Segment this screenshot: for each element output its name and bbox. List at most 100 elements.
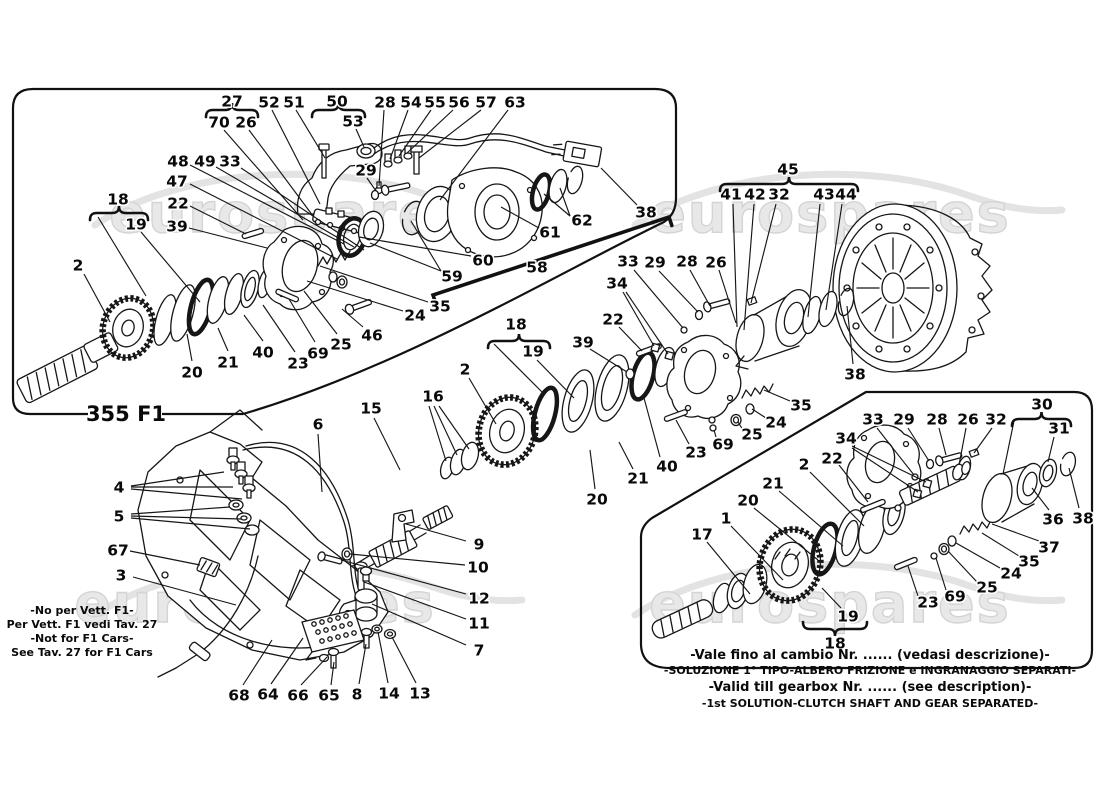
pressure-plate: [832, 203, 993, 373]
callout-11: 11: [468, 615, 490, 633]
leader-line-59: [410, 220, 442, 272]
support-bracket: [391, 509, 415, 543]
leader-line-35: [981, 532, 1020, 557]
callout-54: 54: [400, 94, 422, 112]
callout-45: 45: [777, 161, 799, 179]
callout-19: 19: [522, 343, 544, 361]
callout-60: 60: [472, 252, 494, 270]
callout-25: 25: [330, 336, 352, 354]
leader-line-34: [851, 445, 927, 483]
watermark-text: eurospares: [649, 182, 1010, 245]
leader-line-38: [1068, 467, 1080, 509]
callout-18: 18: [107, 191, 129, 209]
leader-line-7: [371, 603, 467, 646]
callout-26: 26: [705, 254, 727, 272]
leader-line-13: [391, 636, 417, 684]
leader-line-31: [1047, 436, 1055, 463]
note-right-line-3: -Valid till gearbox Nr. ...... (see desc…: [709, 680, 1032, 695]
callout-67: 67: [107, 542, 129, 560]
callout-33: 33: [862, 411, 884, 429]
leader-line-2: [468, 377, 497, 425]
callout-41: 41: [720, 186, 742, 204]
group-bracket: [310, 102, 367, 119]
leader-line-17: [706, 541, 751, 595]
note-left-line-1: -No per Vett. F1-: [30, 604, 133, 617]
callout-56: 56: [448, 94, 470, 112]
callout-38: 38: [844, 366, 866, 384]
leader-line-5: [130, 515, 242, 520]
shim-rings-and-circlip: [802, 287, 855, 335]
leader-line-25: [303, 290, 338, 335]
small-rings: [439, 441, 480, 480]
callout-34: 34: [606, 275, 628, 293]
callout-4: 4: [114, 479, 125, 497]
callout-20: 20: [737, 492, 759, 510]
leader-line-32: [973, 427, 993, 454]
leader-line-20: [186, 333, 193, 362]
release-arm-bracket: [296, 142, 383, 215]
callout-46: 46: [361, 327, 383, 345]
callout-2: 2: [799, 456, 810, 474]
leader-line-19: [821, 587, 842, 609]
callout-68: 68: [228, 687, 250, 705]
leader-line-33: [876, 427, 915, 476]
callout-10: 10: [467, 559, 489, 577]
leader-line-26: [958, 427, 967, 466]
bleed-fittings: [226, 447, 260, 536]
callout-26: 26: [957, 411, 979, 429]
leader-line-56: [406, 109, 454, 154]
callout-70: 70: [208, 114, 230, 132]
leader-line-63: [439, 109, 509, 201]
callout-51: 51: [283, 94, 305, 112]
leader-line-62: [543, 193, 571, 217]
leader-line-48: [189, 164, 345, 245]
leader-line-3: [132, 576, 237, 606]
leader-line-22: [618, 326, 643, 352]
leader-line-18: [97, 216, 147, 297]
leader-line-54: [389, 109, 409, 160]
leader-line-64: [270, 637, 304, 685]
callout-23: 23: [917, 594, 939, 612]
leader-line-4: [130, 471, 225, 487]
group-bracket: [718, 176, 860, 193]
group-bracket: [801, 620, 869, 637]
leader-line-70: [223, 129, 304, 221]
leader-line-29: [658, 270, 699, 313]
upper-left-panel-frame: [11, 87, 678, 416]
callout-24: 24: [404, 307, 426, 325]
callout-21: 21: [627, 470, 649, 488]
callout-18: 18: [505, 316, 527, 334]
leader-line-57: [418, 109, 482, 159]
callout-34: 34: [835, 430, 857, 448]
leader-line-19: [140, 231, 201, 303]
electrical-connector: [551, 140, 603, 168]
carrier-flange: [846, 424, 922, 512]
note-block-left: -No per Vett. F1- Per Vett. F1 vedi Tav.…: [7, 604, 158, 659]
leader-line-51: [295, 109, 326, 159]
callout-35: 35: [429, 298, 451, 316]
shaft-neck: [83, 332, 119, 363]
leader-line-4: [130, 488, 243, 500]
callout-48: 48: [167, 153, 189, 171]
cable: [157, 555, 259, 678]
leader-line-68: [242, 639, 273, 686]
callout-5: 5: [114, 508, 125, 526]
leader-line-38: [846, 305, 854, 365]
callout-44: 44: [835, 186, 857, 204]
callout-20: 20: [586, 491, 608, 509]
leader-line-28: [378, 109, 385, 187]
panel-label-355-f1: 355 F1: [86, 402, 166, 426]
leader-line-26: [718, 269, 737, 324]
callout-32: 32: [768, 186, 790, 204]
group-bracket: [1010, 411, 1073, 428]
callout-28: 28: [374, 94, 396, 112]
release-spring: [317, 250, 351, 267]
callout-14: 14: [378, 685, 400, 703]
carrier-flange: [666, 334, 742, 424]
leader-line-24: [306, 280, 404, 312]
callout-24: 24: [765, 414, 787, 432]
watermark-text: eurospares: [649, 572, 1010, 635]
leader-line-6: [317, 433, 323, 493]
watermark-text: eurospares: [109, 182, 470, 245]
